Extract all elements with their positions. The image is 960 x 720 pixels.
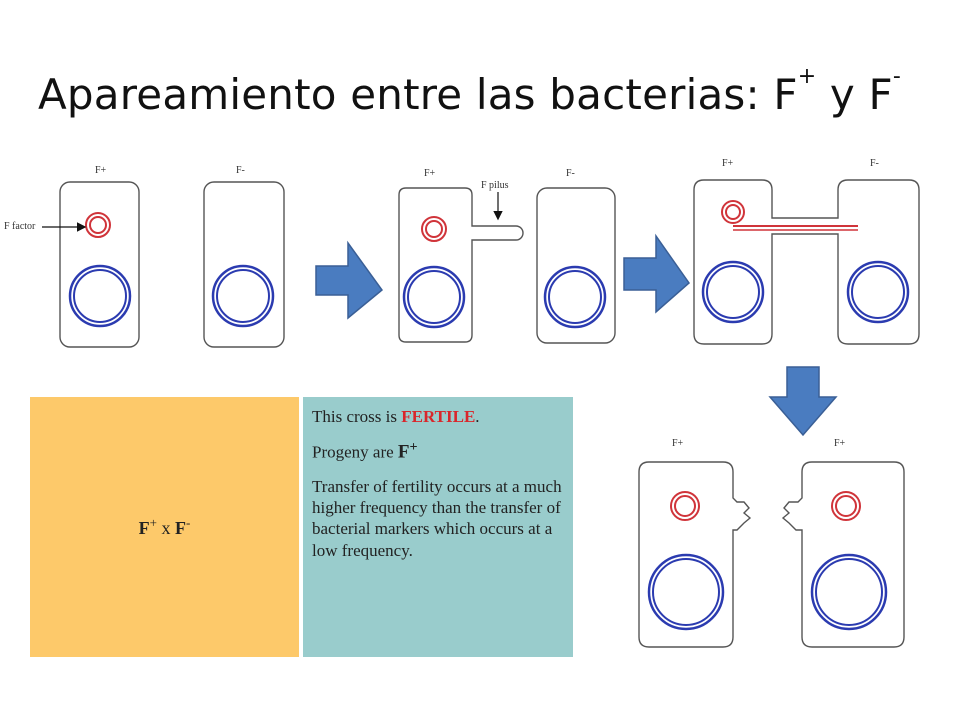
chromosome-circle [706,265,760,319]
chromosome-circle [815,558,883,626]
process-arrow-right [623,233,691,314]
stage-2: F+ F pilus F- [398,168,616,344]
fertile-word: FERTILE [401,407,476,426]
transfer-text: Transfer of fertility occurs at a much h… [312,477,562,560]
plasmid-circle [670,491,700,521]
fertility-prefix: This cross is [312,407,402,426]
cell-f-plus-left [638,461,752,648]
slide-title: Apareamiento entre las bacterias: F+ y F… [38,64,901,119]
process-arrow-right [315,240,384,320]
cross-sup-plus: + [149,515,157,530]
cell-pair-connected [693,179,920,345]
cell-f-plus-with-pilus [398,187,524,343]
process-arrow-down [768,366,838,437]
chromosome-circle [211,264,275,328]
chromosome-circle [851,265,905,319]
stage-1: F+ F factor F- [4,165,285,348]
label-f-pilus: F pilus [481,180,509,191]
label-f-minus: F- [566,168,575,179]
title-mid: y F [816,70,893,119]
label-f-plus: F+ [722,158,734,169]
title-sup-plus: + [797,64,817,89]
plasmid-circle [835,495,857,517]
cross-f: F [138,518,150,538]
plasmid-circle [831,491,861,521]
cross-formula: F+ x F- [139,515,191,539]
stage-3: F+ F- [693,158,920,345]
chromosome-circle [216,269,270,323]
cell-f-minus [203,181,285,348]
chromosome-circle [68,264,132,328]
table-divider [299,397,303,657]
label-f-factor: F factor [4,221,36,232]
description-panel: This cross is FERTILE. Progeny are F+ Tr… [303,397,573,657]
cross-panel: F+ x F- [30,397,299,657]
chromosome-circle [652,558,720,626]
progeny-sup: + [409,439,418,456]
plasmid-circle [725,204,741,220]
plasmid-circle [425,220,443,238]
cell-f-minus [536,187,616,344]
progeny-f: F [397,441,410,463]
label-f-plus: F+ [95,165,107,176]
cross-table: F+ x F- This cross is FERTILE. Progeny a… [30,397,573,657]
chromosome-circle [73,269,127,323]
label-f-minus: F- [870,158,879,169]
label-f-plus: F+ [834,438,846,449]
stage-4: F+ F+ [638,438,905,648]
fertility-suffix: . [475,407,480,426]
cross-sup-minus: - [186,515,191,530]
progeny-line: Progeny are F+ [312,439,573,464]
plasmid-circle [721,200,745,224]
title-main: Apareamiento entre las bacterias: F [38,70,798,119]
fertility-line: This cross is FERTILE. [312,406,573,427]
label-f-plus: F+ [672,438,684,449]
chromosome-circle [548,270,602,324]
chromosome-circle [543,265,607,329]
chromosome-circle [407,270,461,324]
plasmid-circle [421,216,447,242]
chromosome-circle [402,265,466,329]
label-f-minus: F- [236,165,245,176]
chromosome-circle [810,553,888,631]
chromosome-circle [647,553,725,631]
plasmid-circle [674,495,696,517]
title-sup-minus: - [892,64,902,89]
cross-x: x [157,518,175,538]
label-f-plus: F+ [424,168,436,179]
chromosome-circle [846,260,910,324]
plasmid-circle [89,216,107,234]
chromosome-circle [701,260,765,324]
progeny-prefix: Progeny are [312,442,398,462]
cross-f: F [175,518,186,538]
